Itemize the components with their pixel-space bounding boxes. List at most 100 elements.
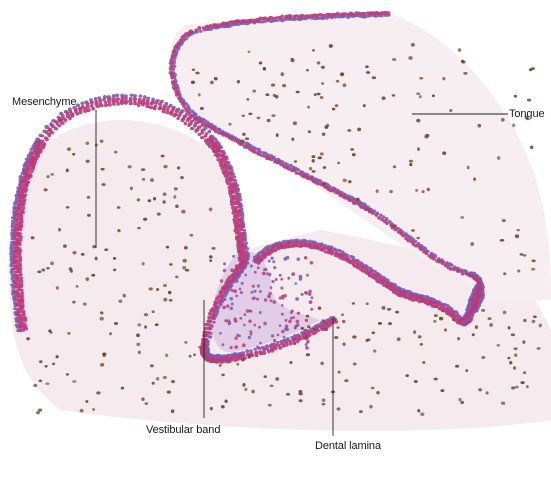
- mesenchyme-nucleus: [520, 253, 524, 255]
- epithelial-cell: [18, 262, 22, 265]
- mesenchyme-nucleus: [352, 302, 355, 304]
- mesenchyme-nucleus: [470, 242, 474, 246]
- mesenchyme-nucleus: [314, 93, 317, 96]
- mesenchyme-nucleus: [501, 402, 505, 405]
- mesenchyme-nucleus: [275, 377, 279, 381]
- mesenchyme-nucleus: [472, 333, 475, 336]
- mesenchyme-nucleus: [87, 214, 91, 217]
- epithelial-cell: [98, 99, 102, 103]
- mesenchyme-nucleus: [415, 189, 418, 192]
- mesenchyme-nucleus: [136, 343, 140, 347]
- mesenchyme-nucleus: [343, 343, 346, 346]
- mesenchyme-nucleus: [461, 60, 465, 63]
- mesenchyme-nucleus: [143, 218, 147, 221]
- mesenchyme-nucleus: [245, 137, 249, 140]
- epithelial-cell: [208, 312, 213, 316]
- band-cell: [306, 274, 309, 277]
- mesenchyme-nucleus: [174, 187, 178, 190]
- mesenchyme-nucleus: [357, 128, 361, 132]
- mesenchyme-nucleus: [514, 95, 517, 98]
- band-cell: [223, 298, 226, 301]
- mesenchyme-nucleus: [100, 140, 104, 143]
- band-cell: [242, 343, 246, 347]
- mesenchyme-nucleus: [442, 151, 446, 155]
- mesenchyme-nucleus: [388, 322, 392, 325]
- band-cell: [264, 298, 267, 301]
- mesenchyme-nucleus: [192, 68, 195, 70]
- epithelial-cell: [216, 155, 220, 159]
- mesenchyme-nucleus: [50, 173, 54, 176]
- mesenchyme-nucleus: [286, 393, 290, 396]
- mesenchyme-nucleus: [405, 374, 409, 377]
- epithelial-cell: [190, 127, 195, 130]
- mesenchyme-nucleus: [311, 155, 315, 158]
- mesenchyme-nucleus: [166, 246, 169, 249]
- mesenchyme-nucleus: [432, 95, 435, 98]
- mesenchyme-nucleus: [367, 338, 371, 341]
- mesenchyme-nucleus: [169, 299, 173, 302]
- mesenchyme-nucleus: [123, 294, 126, 298]
- mesenchyme-nucleus: [296, 91, 300, 93]
- mesenchyme-nucleus: [323, 166, 327, 169]
- epithelial-cell: [54, 127, 58, 130]
- band-cell: [285, 319, 288, 322]
- mesenchyme-nucleus: [419, 95, 422, 98]
- mesenchyme-nucleus: [501, 118, 505, 122]
- mesenchyme-nucleus: [152, 310, 155, 313]
- mesenchyme-nucleus: [66, 373, 69, 376]
- mesenchyme-nucleus: [411, 229, 415, 231]
- band-cell: [258, 326, 261, 329]
- epithelial-cell: [224, 174, 229, 178]
- mesenchyme-nucleus: [511, 386, 515, 389]
- mesenchyme-nucleus: [214, 77, 218, 80]
- mesenchyme-nucleus: [344, 379, 348, 382]
- mesenchyme-nucleus: [312, 328, 316, 331]
- mesenchyme-nucleus: [307, 106, 310, 109]
- mesenchyme-nucleus: [136, 333, 140, 337]
- mesenchyme-nucleus: [210, 81, 214, 85]
- mesenchyme-nucleus: [457, 337, 460, 340]
- epithelial-cell: [107, 100, 111, 103]
- mesenchyme-nucleus: [72, 251, 76, 254]
- mesenchyme-nucleus: [37, 271, 41, 274]
- epithelial-cell: [213, 303, 217, 307]
- band-cell: [223, 262, 226, 265]
- mesenchyme-nucleus: [304, 336, 308, 340]
- mesenchyme-nucleus: [522, 340, 525, 344]
- mesenchyme-nucleus: [171, 409, 174, 413]
- epithelial-cell: [175, 93, 180, 96]
- mesenchyme-nucleus: [150, 178, 154, 182]
- mesenchyme-nucleus: [66, 206, 70, 209]
- band-cell: [240, 291, 243, 294]
- mesenchyme-nucleus: [211, 247, 215, 250]
- epithelial-cell: [165, 111, 169, 114]
- mesenchyme-nucleus: [163, 165, 167, 168]
- band-cell: [235, 271, 238, 274]
- mesenchyme-nucleus: [252, 90, 256, 93]
- mesenchyme-nucleus: [340, 72, 344, 76]
- mesenchyme-nucleus: [417, 147, 420, 151]
- band-cell: [230, 268, 234, 272]
- mesenchyme-label: Mesenchyme: [12, 96, 76, 109]
- epithelial-cell: [181, 118, 185, 122]
- mesenchyme-nucleus: [156, 377, 160, 380]
- mesenchyme-nucleus: [458, 398, 461, 401]
- mesenchyme-nucleus: [317, 61, 321, 64]
- epithelial-cell: [452, 268, 456, 271]
- mesenchyme-nucleus: [130, 187, 133, 190]
- epithelial-cell: [215, 297, 218, 301]
- mesenchyme-nucleus: [486, 391, 489, 394]
- mesenchyme-nucleus: [244, 388, 247, 391]
- mesenchyme-nucleus: [363, 104, 366, 107]
- epithelial-cell: [169, 67, 172, 71]
- mesenchyme-nucleus: [184, 341, 187, 344]
- epithelial-cell: [20, 289, 24, 292]
- epithelial-cell: [19, 283, 23, 287]
- mesenchyme-nucleus: [240, 140, 244, 143]
- band-cell: [280, 286, 283, 289]
- epithelial-cell: [245, 349, 249, 353]
- band-cell: [277, 334, 280, 337]
- band-cell: [305, 319, 308, 322]
- epithelial-cell: [187, 124, 191, 127]
